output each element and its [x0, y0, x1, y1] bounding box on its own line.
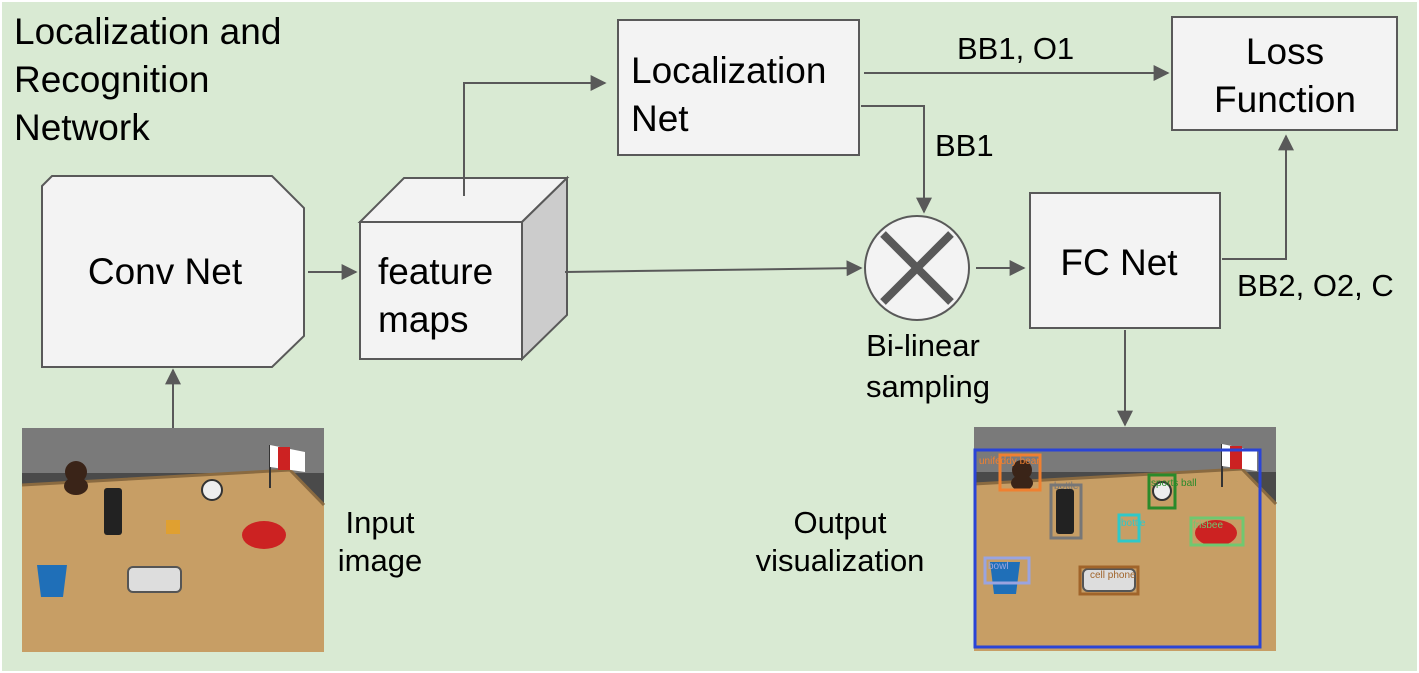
output-vis-line-1: Output — [793, 505, 886, 540]
arrow-localization-to-sampler — [861, 105, 932, 214]
detection-label-teddy: unifeddy bear — [979, 456, 1040, 467]
feature-maps-line-1: feature — [378, 251, 493, 292]
detection-label-bottle-2: bottle — [1121, 518, 1146, 529]
edge-label-bb2-o2-c: BB2, O2, C — [1237, 268, 1394, 303]
edge-label-bb1-o1: BB1, O1 — [957, 31, 1074, 66]
input-image-line-2: image — [338, 543, 422, 578]
output-vis-line-2: visualization — [756, 543, 925, 578]
cube-front-face — [359, 221, 523, 360]
bilinear-line-1: Bi-linear — [866, 328, 980, 363]
output-visualization-image: unifeddy bear bottle sports ball bottle … — [973, 427, 1278, 651]
edge-label-bb1: BB1 — [935, 128, 994, 163]
fc-net-node: FC Net — [1029, 192, 1221, 329]
feature-maps-node: feature maps — [357, 175, 570, 362]
localization-net-line-1: Localization — [631, 50, 826, 91]
edges — [165, 65, 1294, 428]
input-image — [21, 428, 326, 652]
conv-net-label: Conv Net — [88, 251, 243, 292]
detection-label-cell-phone: cell phone — [1090, 570, 1136, 581]
title-line-2: Recognition — [14, 59, 209, 100]
localization-net-line-2: Net — [631, 98, 689, 139]
loss-function-node: Loss Function — [1171, 16, 1398, 131]
feature-maps-line-2: maps — [378, 299, 468, 340]
fc-net-label: FC Net — [1060, 242, 1178, 283]
arrow-fcnet-to-loss — [1222, 134, 1294, 260]
diagram-title: Localization and Recognition Network — [14, 11, 281, 148]
loss-function-line-1: Loss — [1246, 31, 1324, 72]
detection-label-sports-ball: sports ball — [1151, 478, 1197, 489]
title-line-1: Localization and — [14, 11, 281, 52]
detection-label-frisbee: frisbee — [1193, 520, 1223, 531]
localization-net-node: Localization Net — [617, 19, 860, 156]
detection-label-bowl: bowl — [988, 561, 1009, 572]
detection-label-bottle-1: bottle — [1054, 481, 1079, 492]
input-image-line-1: Input — [346, 505, 415, 540]
bilinear-line-2: sampling — [866, 369, 990, 404]
title-line-3: Network — [14, 107, 150, 148]
conv-net-node: Conv Net — [41, 175, 305, 368]
bilinear-sampler-node: Bi-linear sampling — [864, 215, 990, 404]
arrow-featuremaps-to-localization — [463, 75, 607, 196]
loss-function-line-2: Function — [1214, 79, 1356, 120]
arrow-featuremaps-to-sampler — [564, 260, 863, 277]
